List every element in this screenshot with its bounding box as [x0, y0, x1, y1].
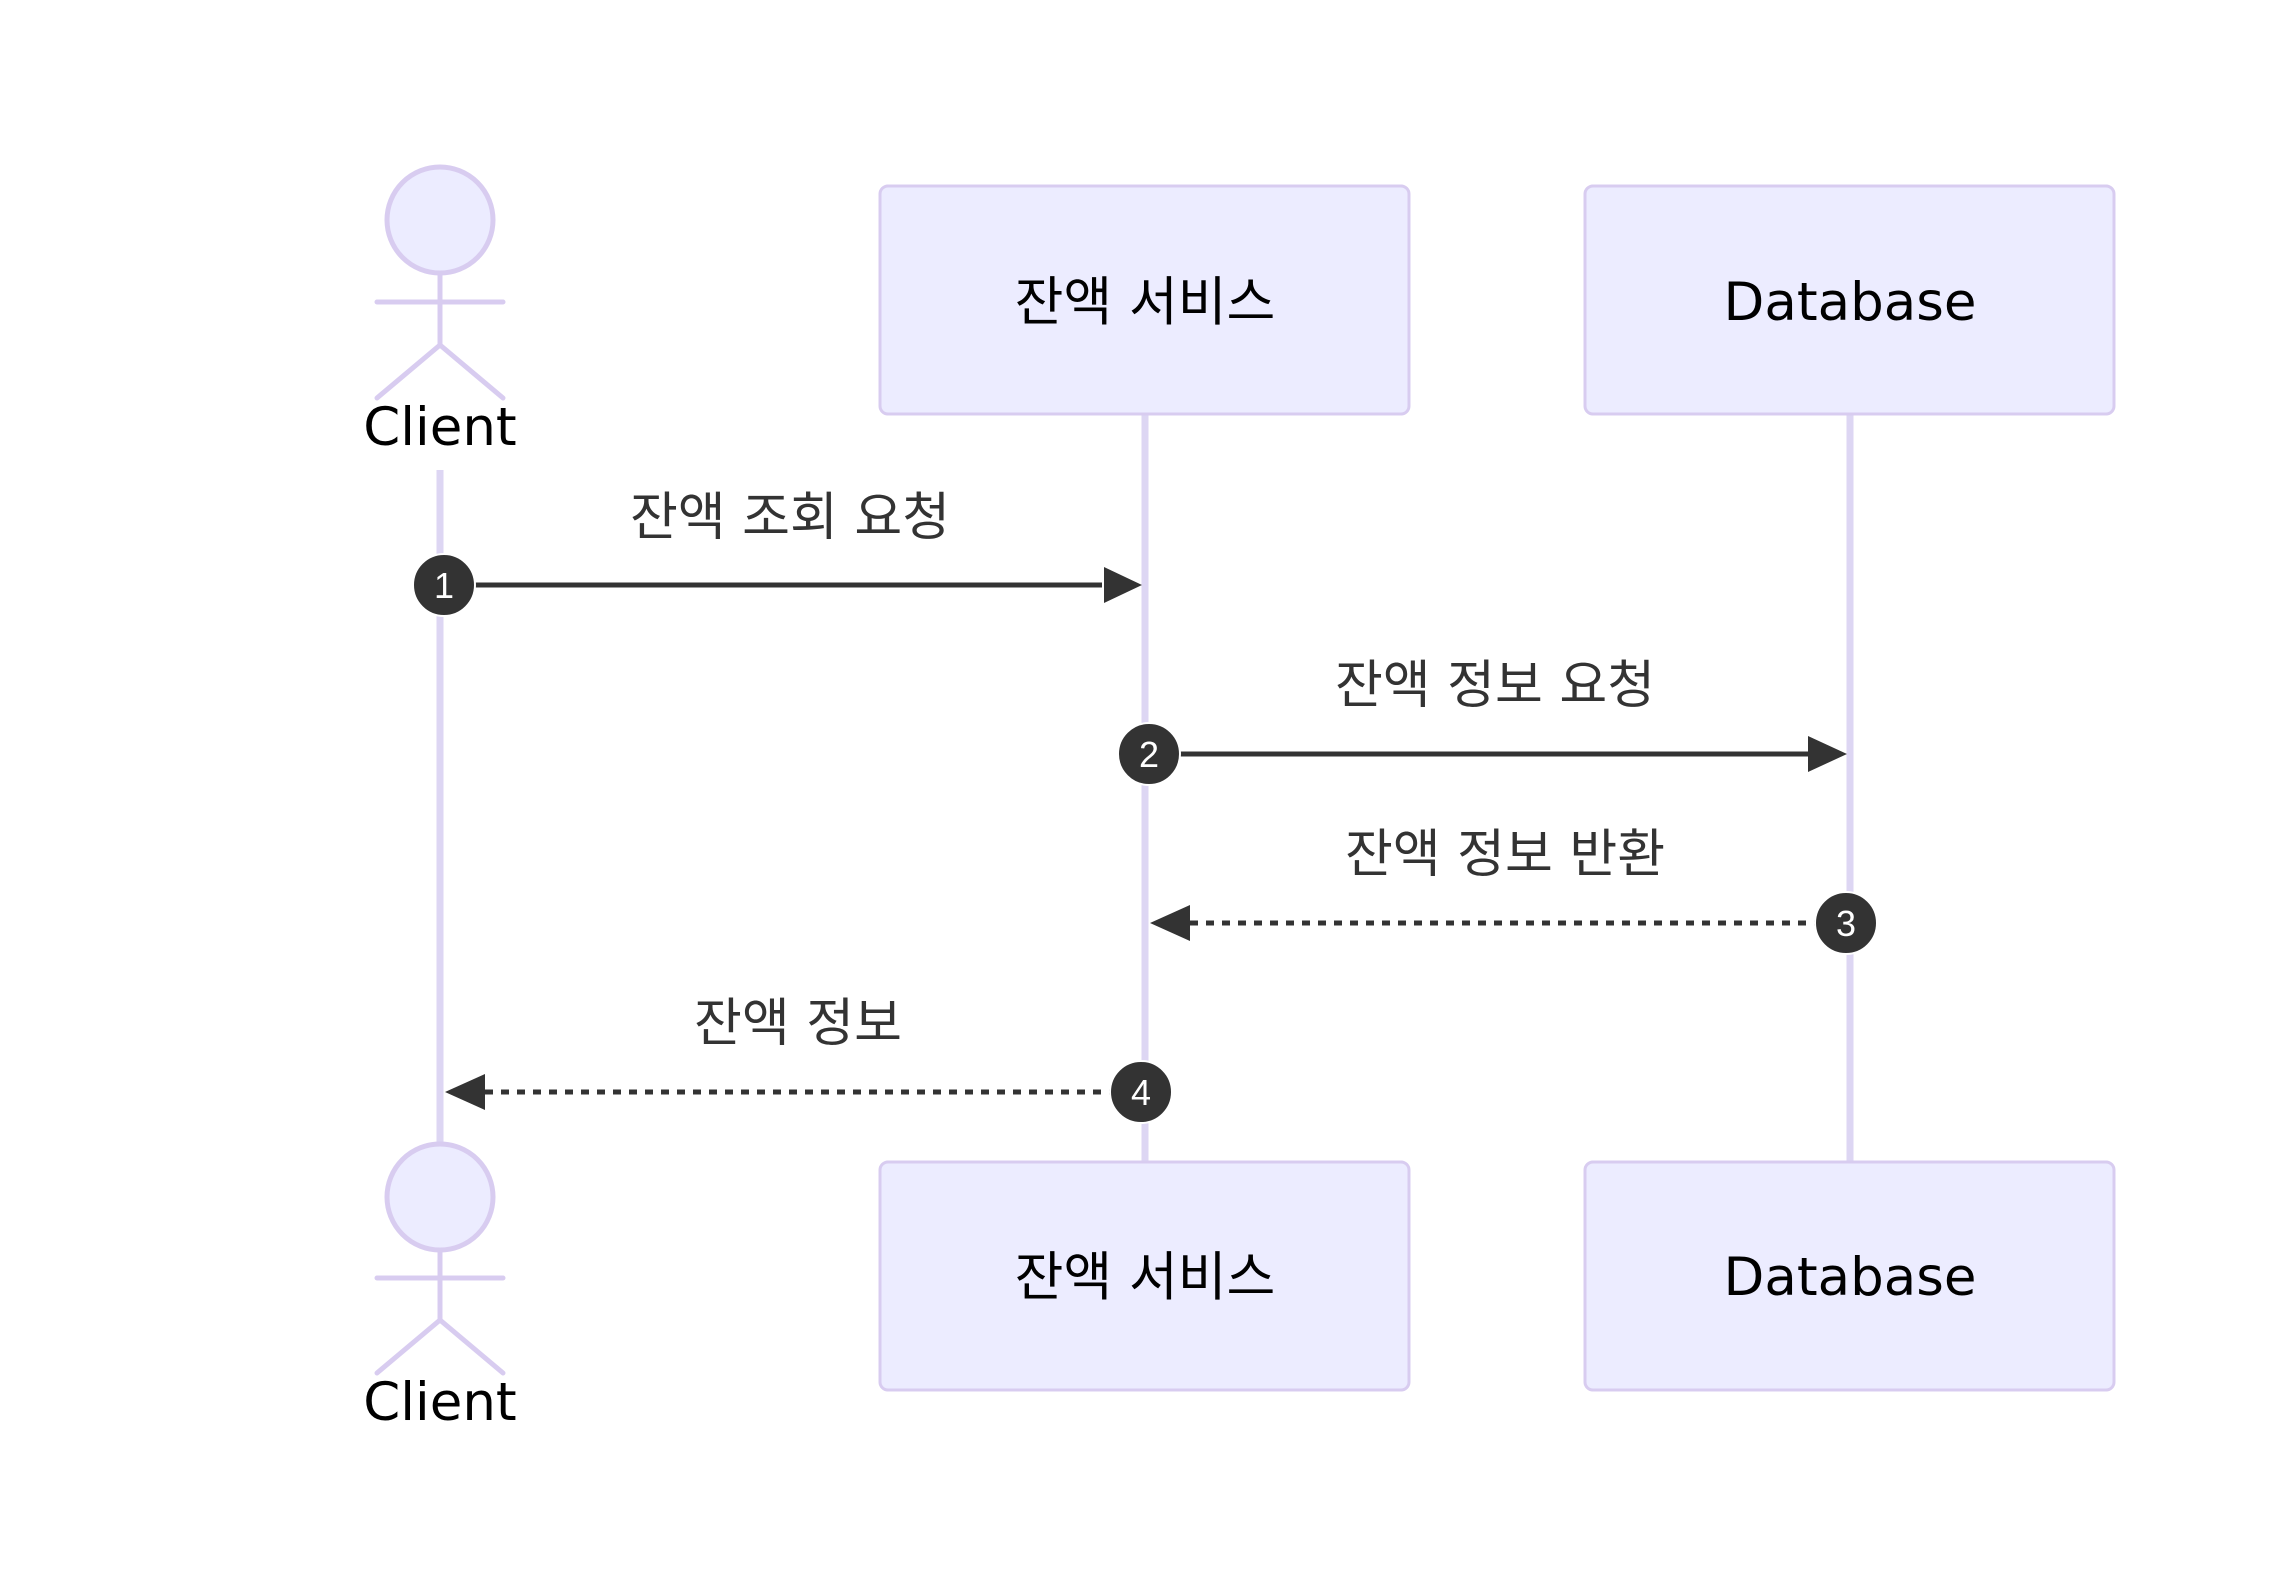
message-2[interactable]: 잔액 정보 요청 2: [1117, 656, 1847, 786]
message-4[interactable]: 잔액 정보 4: [445, 994, 1173, 1124]
actor-client-label: Client: [363, 397, 516, 458]
participant-box: [878, 1160, 1411, 1392]
actor-head-icon: [384, 1141, 496, 1253]
participant-box: [1583, 184, 2116, 416]
participant-database-bottom[interactable]: Database: [1583, 1160, 2116, 1392]
actor-client-label: Client: [363, 1372, 516, 1433]
participant-service-label: 잔액 서비스: [1015, 1247, 1276, 1308]
message-2-label: 잔액 정보 요청: [1335, 656, 1655, 716]
sequence-number-badge: [1814, 891, 1878, 955]
sequence-number-badge: [412, 553, 476, 617]
sequence-number-badge: [1109, 1060, 1173, 1124]
message-2-number: 2: [1139, 734, 1159, 775]
message-4-label: 잔액 정보: [694, 994, 902, 1054]
actor-left-leg: [374, 342, 443, 401]
arrowhead-icon: [445, 1074, 485, 1110]
participant-database-label: Database: [1724, 1247, 1977, 1308]
message-3-number: 3: [1836, 903, 1856, 944]
actor-client-bottom[interactable]: Client: [363, 1141, 517, 1433]
actor-head-icon: [384, 164, 496, 276]
participant-box: [878, 184, 1411, 416]
actor-left-leg: [374, 1317, 443, 1376]
actor-right-leg: [437, 342, 506, 401]
participant-service-top[interactable]: 잔액 서비스: [878, 184, 1411, 416]
actor-client-top[interactable]: Client: [363, 164, 517, 458]
message-1[interactable]: 잔액 조회 요청 1: [412, 488, 1142, 617]
message-1-label: 잔액 조회 요청: [630, 488, 950, 548]
participant-database-label: Database: [1724, 272, 1977, 333]
arrowhead-icon: [1150, 905, 1190, 941]
message-3-label: 잔액 정보 반환: [1345, 825, 1665, 885]
participant-database-top[interactable]: Database: [1583, 184, 2116, 416]
actor-right-leg: [437, 1317, 506, 1376]
participant-service-label: 잔액 서비스: [1015, 272, 1276, 333]
sequence-number-badge: [1117, 722, 1181, 786]
participant-service-bottom[interactable]: 잔액 서비스: [878, 1160, 1411, 1392]
participant-box: [1583, 1160, 2116, 1392]
arrowhead-icon: [1104, 567, 1142, 603]
message-4-number: 4: [1131, 1072, 1151, 1113]
message-1-number: 1: [434, 565, 454, 606]
message-3[interactable]: 잔액 정보 반환 3: [1150, 825, 1878, 955]
arrowhead-icon: [1808, 736, 1847, 772]
